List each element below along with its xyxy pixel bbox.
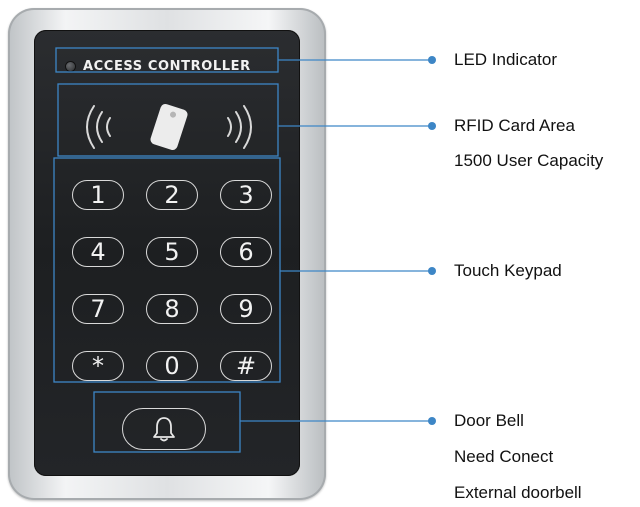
access-controller-device: ACCESS CONTROLLER 1 2 3 4 5 [8, 8, 326, 500]
rfid-card-area [86, 104, 252, 150]
callout-rfid-label: RFID Card Area [454, 116, 575, 135]
key-hash[interactable]: # [220, 351, 272, 381]
touch-keypad: 1 2 3 4 5 6 7 8 9 * 0 # [62, 166, 274, 382]
led-callout-box [55, 47, 279, 73]
key-6[interactable]: 6 [220, 237, 272, 267]
key-star[interactable]: * [72, 351, 124, 381]
led-callout-dot [428, 56, 436, 64]
callout-doorbell-external: External doorbell [454, 483, 582, 502]
key-4[interactable]: 4 [72, 237, 124, 267]
rfid-callout-box [57, 83, 279, 157]
key-3[interactable]: 3 [220, 180, 272, 210]
rfid-callout-dot [428, 122, 436, 130]
keypad-callout-dot [428, 267, 436, 275]
callout-rfid-capacity: 1500 User Capacity [454, 151, 604, 170]
callout-led-label: LED Indicator [454, 50, 557, 69]
led-icon [66, 61, 75, 71]
doorbell-callout-box [93, 391, 241, 453]
doorbell-button[interactable] [122, 408, 206, 450]
doorbell-callout-dot [428, 417, 436, 425]
bell-icon [153, 417, 175, 442]
rfid-card-icon [150, 104, 188, 150]
key-8[interactable]: 8 [146, 294, 198, 324]
rfid-wave-icon [86, 105, 252, 149]
callout-doorbell-note: Need Conect [454, 447, 554, 466]
key-1[interactable]: 1 [72, 180, 124, 210]
key-2[interactable]: 2 [146, 180, 198, 210]
header-bar: ACCESS CONTROLLER [60, 56, 282, 76]
key-7[interactable]: 7 [72, 294, 124, 324]
keypad-callout-box [53, 157, 281, 383]
callout-keypad-label: Touch Keypad [454, 261, 562, 280]
key-9[interactable]: 9 [220, 294, 272, 324]
key-0[interactable]: 0 [146, 351, 198, 381]
device-front-panel: ACCESS CONTROLLER 1 2 3 4 5 [34, 30, 300, 476]
key-5[interactable]: 5 [146, 237, 198, 267]
device-title: ACCESS CONTROLLER [83, 58, 251, 74]
callout-doorbell-label: Door Bell [454, 411, 524, 430]
